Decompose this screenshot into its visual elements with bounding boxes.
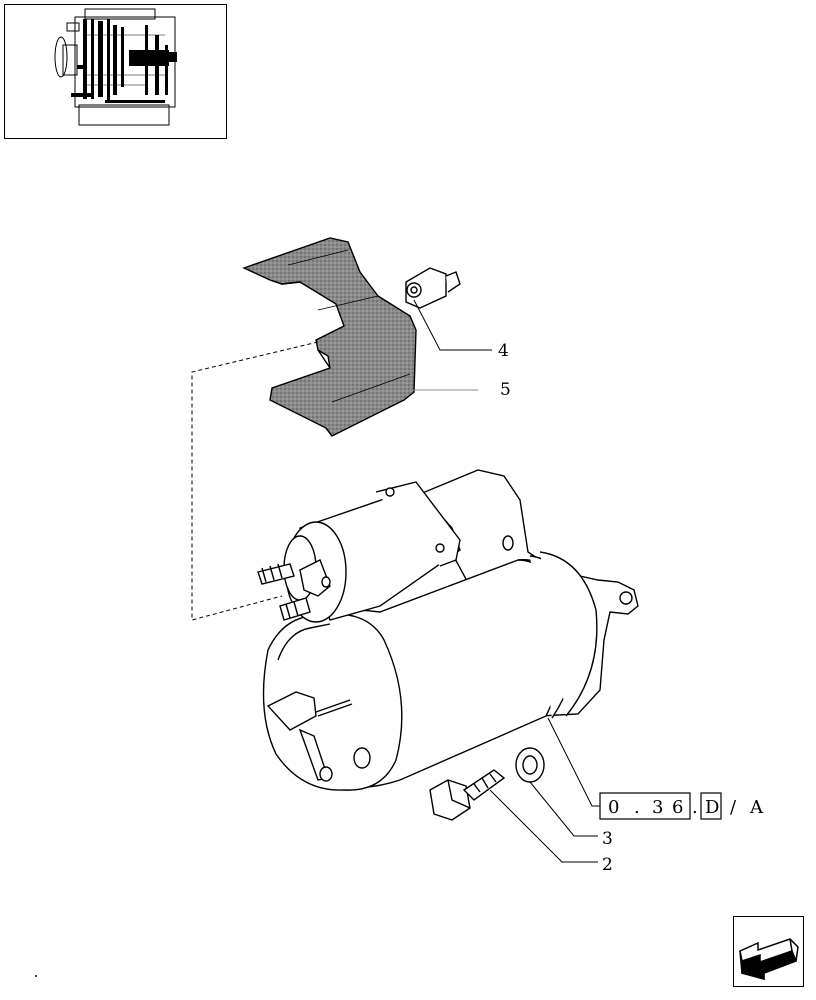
reference-dot-1: . (634, 797, 640, 818)
reference-digit-2: 3 (652, 797, 663, 818)
engine-thumbnail-icon (54, 8, 177, 126)
bolt-part (429, 769, 506, 821)
callout-5: 5 (500, 380, 511, 400)
spacer-part (405, 267, 461, 309)
starter-motor (257, 469, 639, 791)
dashed-connection-line (191, 341, 319, 621)
reference-digit-1: 0 (608, 797, 619, 818)
heat-shield-bracket (242, 237, 417, 437)
callout-4: 4 (498, 341, 509, 361)
leader-lines-top (410, 299, 492, 391)
engine-thumbnail[interactable] (4, 4, 227, 139)
return-arrow-icon (739, 938, 799, 980)
callout-2: 2 (602, 855, 613, 875)
reference-digit-3: 6 (672, 797, 683, 818)
leader-lines-bottom (489, 717, 600, 863)
reference-slash: / (730, 797, 737, 818)
return-navigation-button[interactable] (733, 916, 804, 987)
reference-suffix: A (749, 797, 764, 818)
callout-3: 3 (602, 829, 613, 849)
reference-code[interactable]: 0 . 3 6 . D / A (599, 792, 764, 820)
washer-part (515, 747, 545, 783)
page-dot (35, 975, 37, 977)
reference-dot-2: . (692, 797, 698, 818)
reference-letter: D (705, 797, 719, 818)
